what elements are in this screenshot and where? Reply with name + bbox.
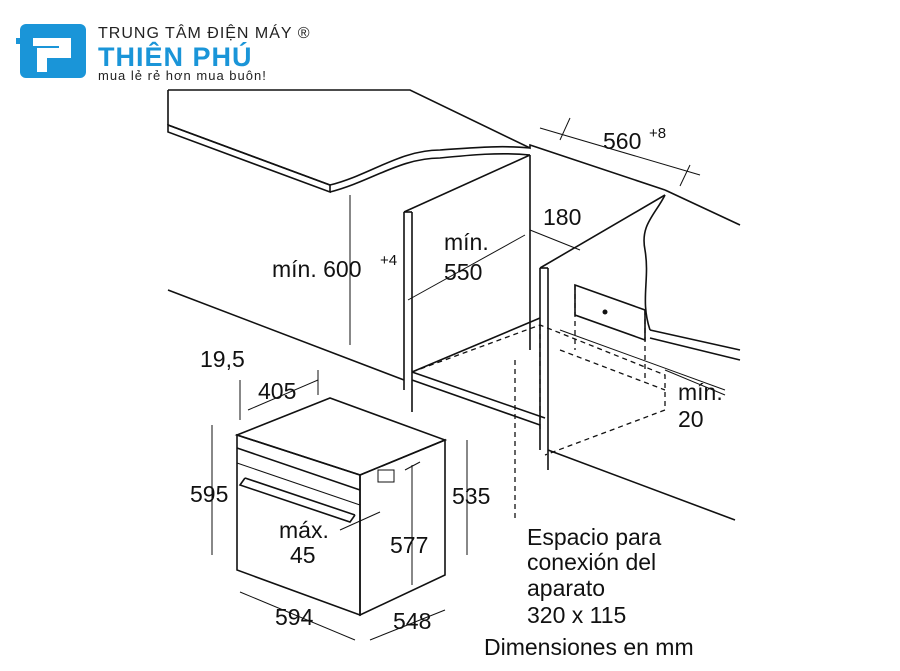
- logo-line2: THIÊN PHÚ: [98, 41, 253, 72]
- dim-rear-gap: 180: [543, 204, 581, 230]
- dim-niche-width-tol: +8: [649, 125, 666, 142]
- oven-drawing: [234, 397, 448, 617]
- niche-drawing: [167, 89, 741, 521]
- dim-overall-width: 594: [275, 604, 314, 630]
- dim-body-height: 535: [452, 483, 490, 509]
- connection-area: [574, 283, 646, 342]
- dim-min-depth: 550: [444, 259, 482, 285]
- dim-inner-height: 577: [390, 532, 428, 558]
- note-connection-4: 320 x 115: [527, 602, 626, 628]
- dimension-labels: 560 +8 180 mín. 550 mín. 600 +4 mín. 20 …: [190, 125, 723, 634]
- dim-min-depth-label: mín.: [444, 229, 489, 255]
- dim-body-depth: 548: [393, 608, 431, 634]
- brand-logo: TRUNG TÂM ĐIỆN MÁY ® THIÊN PHÚ mua lẻ rẻ…: [16, 23, 311, 83]
- dim-min-side-label: mín.: [678, 379, 723, 405]
- logo-line3: mua lẻ rẻ hơn mua buôn!: [98, 68, 267, 83]
- dim-overall-height: 595: [190, 481, 228, 507]
- notes: Espacio para conexión del aparato 320 x …: [484, 524, 694, 660]
- dim-min-height-tol: +4: [380, 252, 397, 269]
- dim-min-height-label: mín. 600: [272, 256, 362, 282]
- dim-niche-width: 560: [603, 128, 641, 154]
- logo-line1: TRUNG TÂM ĐIỆN MÁY ®: [98, 23, 311, 42]
- note-connection-3: aparato: [527, 575, 605, 601]
- dim-max-value: 45: [290, 542, 316, 568]
- note-connection-1: Espacio para: [527, 524, 661, 550]
- dim-front-panel: 19,5: [200, 346, 245, 372]
- dim-min-side: 20: [678, 406, 704, 432]
- note-connection-2: conexión del: [527, 549, 656, 575]
- note-units: Dimensiones en mm: [484, 634, 694, 660]
- dimension-lines: [211, 117, 726, 641]
- dim-handle-depth: 405: [258, 378, 296, 404]
- dim-max-label: máx.: [279, 517, 329, 543]
